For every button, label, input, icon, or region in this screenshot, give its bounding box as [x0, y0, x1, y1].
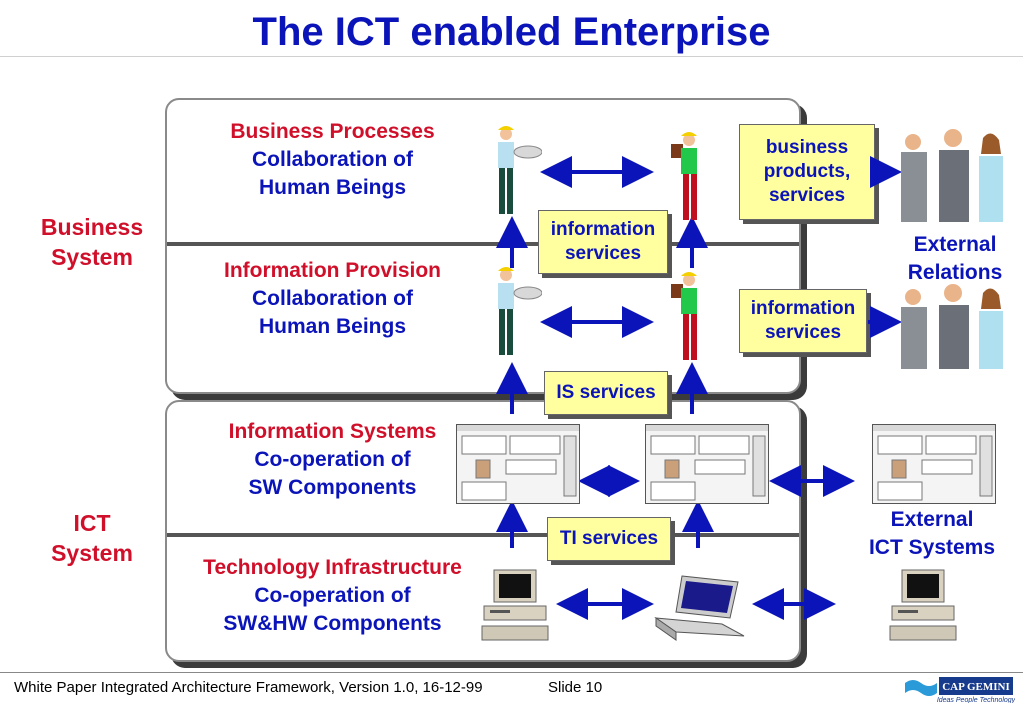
- business-people-handshake-icon: [901, 284, 1003, 369]
- top-divider: [0, 56, 1023, 57]
- box-is-services: IS services: [544, 371, 668, 415]
- slide-number: Slide 10: [548, 679, 603, 696]
- application-window-icon: [645, 424, 769, 504]
- business-people-handshake-icon: [901, 129, 1003, 222]
- footer-text: White Paper Integrated Architecture Fram…: [14, 679, 483, 696]
- layer-information-systems: Information Systems Co-operation of SW C…: [228, 420, 437, 499]
- svg-text:Ideas People Technology: Ideas People Technology: [937, 697, 1015, 703]
- desktop-computer-icon: [481, 569, 549, 641]
- layer-business-processes: Business Processes Collaboration of Huma…: [230, 120, 435, 199]
- worker-drawing-icon: [498, 267, 542, 355]
- layer-separator: [167, 242, 799, 246]
- footer-divider: [0, 672, 1023, 673]
- application-window-icon: [872, 424, 996, 504]
- laptop-computer-icon: [654, 575, 745, 641]
- layer-information-provision: Information Provision Collaboration of H…: [223, 259, 441, 338]
- desktop-computer-icon: [889, 569, 957, 641]
- worker-clipboard-icon: [671, 272, 697, 360]
- page-title: The ICT enabled Enterprise: [252, 10, 771, 54]
- box-ti-services: TI services: [547, 517, 671, 561]
- worker-drawing-icon: [498, 126, 542, 214]
- layer-technology-infrastructure: Technology Infrastructure Co-operation o…: [203, 556, 462, 635]
- worker-clipboard-icon: [671, 132, 697, 220]
- application-window-icon: [456, 424, 580, 504]
- svg-text:CAP GEMINI: CAP GEMINI: [942, 681, 1010, 693]
- layer-separator: [167, 533, 799, 537]
- cap-gemini-logo: CAP GEMINI Ideas People Technology: [905, 677, 1015, 703]
